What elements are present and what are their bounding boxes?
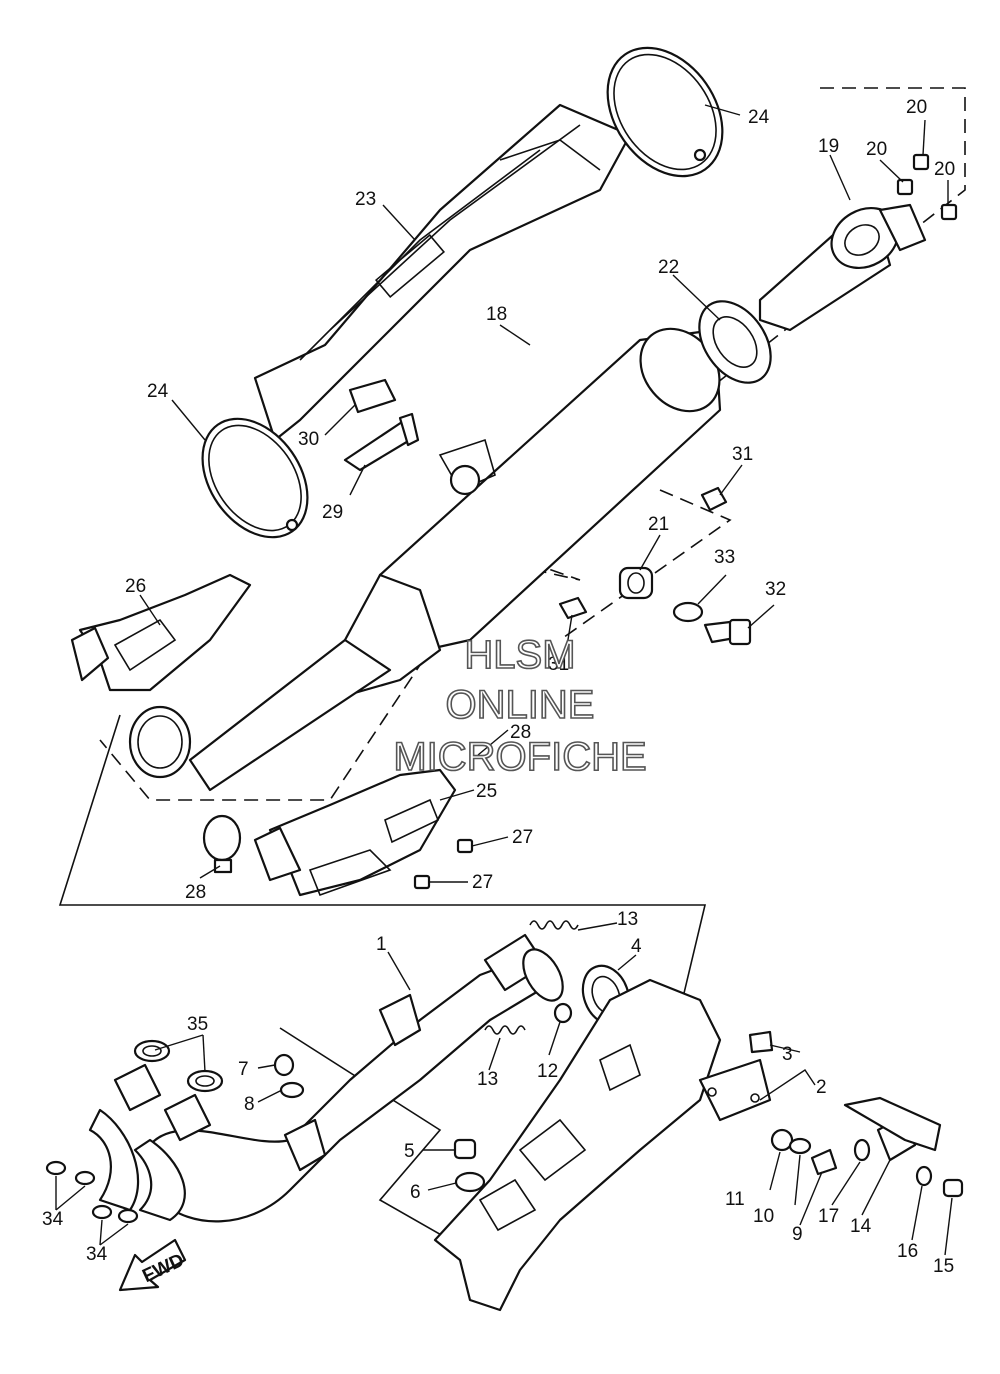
washer-8[interactable]: [279, 1081, 305, 1099]
callout-28-lower: 28: [185, 882, 206, 903]
exhaust-pipe-1[interactable]: [88, 933, 571, 1223]
bolt-20-a[interactable]: [912, 153, 930, 171]
callout-13-upper: 13: [617, 909, 638, 930]
leader-lines: [55, 104, 953, 1256]
bolt-12[interactable]: [553, 1002, 573, 1024]
callout-25: 25: [476, 781, 497, 802]
heat-protector-lower[interactable]: [433, 978, 722, 1312]
callout-23: 23: [355, 189, 376, 210]
nut-34-b[interactable]: [74, 1170, 96, 1186]
callout-20-c: 20: [934, 159, 955, 180]
callout-10: 10: [753, 1206, 774, 1227]
callout-5: 5: [404, 1141, 415, 1162]
callout-29: 29: [322, 502, 343, 523]
bracket-14[interactable]: [843, 1096, 942, 1162]
band-24-front[interactable]: [181, 399, 329, 557]
callout-9: 9: [792, 1224, 803, 1245]
callout-28-upper: 28: [510, 722, 531, 743]
bolt-31-lower[interactable]: [558, 596, 588, 620]
callouts: 1 2 3 4 5 6 7 8 9 10 11 12 13 13 14 15 1…: [42, 97, 955, 1277]
callout-34-lower: 34: [86, 1244, 108, 1265]
washer-17[interactable]: [853, 1138, 871, 1162]
damper-11[interactable]: [770, 1128, 794, 1152]
damper-30[interactable]: [348, 378, 397, 414]
nut-34-d[interactable]: [117, 1208, 139, 1224]
nut-34-a[interactable]: [45, 1160, 67, 1176]
washer-16[interactable]: [915, 1165, 933, 1187]
bolt-20-c[interactable]: [940, 203, 958, 221]
spring-13-lower[interactable]: [484, 1025, 526, 1035]
watermark-line1: HLSM: [464, 633, 575, 677]
screw-27-b[interactable]: [413, 874, 431, 890]
gasket-35-a[interactable]: [133, 1039, 171, 1063]
bolt-32[interactable]: [703, 618, 752, 646]
callout-33: 33: [714, 547, 735, 568]
callout-21: 21: [648, 514, 669, 535]
band-24-rear[interactable]: [584, 26, 746, 198]
bolt-20-b[interactable]: [896, 178, 914, 196]
gasket-22[interactable]: [685, 288, 786, 396]
callout-26: 26: [125, 576, 146, 597]
callout-11: 11: [725, 1189, 745, 1210]
protector-25[interactable]: [253, 768, 457, 897]
callout-7: 7: [238, 1059, 249, 1080]
muffler-inlet-joint[interactable]: [128, 705, 192, 779]
tail-pipe-19[interactable]: [758, 196, 927, 332]
callout-1: 1: [376, 934, 387, 955]
callout-6: 6: [410, 1182, 421, 1203]
callout-18: 18: [486, 304, 507, 325]
callout-35: 35: [187, 1014, 208, 1035]
callout-30: 30: [298, 429, 319, 450]
callout-22: 22: [658, 257, 679, 278]
flange-left[interactable]: [113, 1063, 212, 1142]
callout-31-upper: 31: [732, 444, 753, 465]
callout-2: 2: [816, 1077, 827, 1098]
screw-27-a[interactable]: [456, 838, 474, 854]
bolt-9[interactable]: [810, 1148, 838, 1176]
bolt-31-upper[interactable]: [700, 486, 728, 512]
callout-17: 17: [818, 1206, 839, 1227]
callout-34-upper: 34: [42, 1209, 64, 1230]
callout-15: 15: [933, 1256, 954, 1277]
spring-13-upper[interactable]: [529, 920, 579, 930]
forward-arrow-icon: FWD: [118, 1238, 187, 1292]
callout-19: 19: [818, 136, 839, 157]
bracket-2[interactable]: [698, 1058, 772, 1122]
washer-10[interactable]: [788, 1137, 812, 1155]
clip-3[interactable]: [748, 1030, 774, 1054]
callout-13-lower: 13: [477, 1069, 498, 1090]
washer-33[interactable]: [672, 601, 704, 623]
callout-27-b: 27: [472, 872, 493, 893]
heat-protector-23[interactable]: [253, 103, 632, 442]
bolt-5[interactable]: [453, 1138, 477, 1160]
callout-16: 16: [897, 1241, 918, 1262]
collar-6[interactable]: [454, 1171, 486, 1193]
callout-12: 12: [537, 1061, 558, 1082]
nut-34-c[interactable]: [91, 1204, 113, 1220]
callout-8: 8: [244, 1094, 255, 1115]
callout-4: 4: [631, 936, 642, 957]
callout-20-a: 20: [906, 97, 927, 118]
gasket-35-b[interactable]: [186, 1069, 224, 1093]
muffler-group-outline-2: [559, 489, 732, 641]
callout-27-a: 27: [512, 827, 533, 848]
callout-24-front: 24: [147, 381, 169, 402]
muffler-18[interactable]: [188, 313, 736, 792]
grommet-21[interactable]: [618, 566, 654, 600]
protector-26[interactable]: [70, 573, 252, 692]
callout-24-rear: 24: [748, 107, 770, 128]
callout-31-lower: 31: [548, 654, 569, 675]
callout-20-b: 20: [866, 139, 887, 160]
callout-3: 3: [782, 1044, 793, 1065]
watermark-line3: MICROFICHE: [393, 735, 646, 779]
watermark: HLSM ONLINE MICROFICHE: [393, 632, 648, 780]
callout-32: 32: [765, 579, 786, 600]
clamp-28[interactable]: [202, 814, 242, 874]
callout-14: 14: [850, 1216, 872, 1237]
watermark-line2: ONLINE: [446, 683, 595, 727]
bracket-29[interactable]: [343, 412, 420, 472]
washer-7[interactable]: [273, 1053, 295, 1077]
bolt-15[interactable]: [942, 1178, 964, 1198]
